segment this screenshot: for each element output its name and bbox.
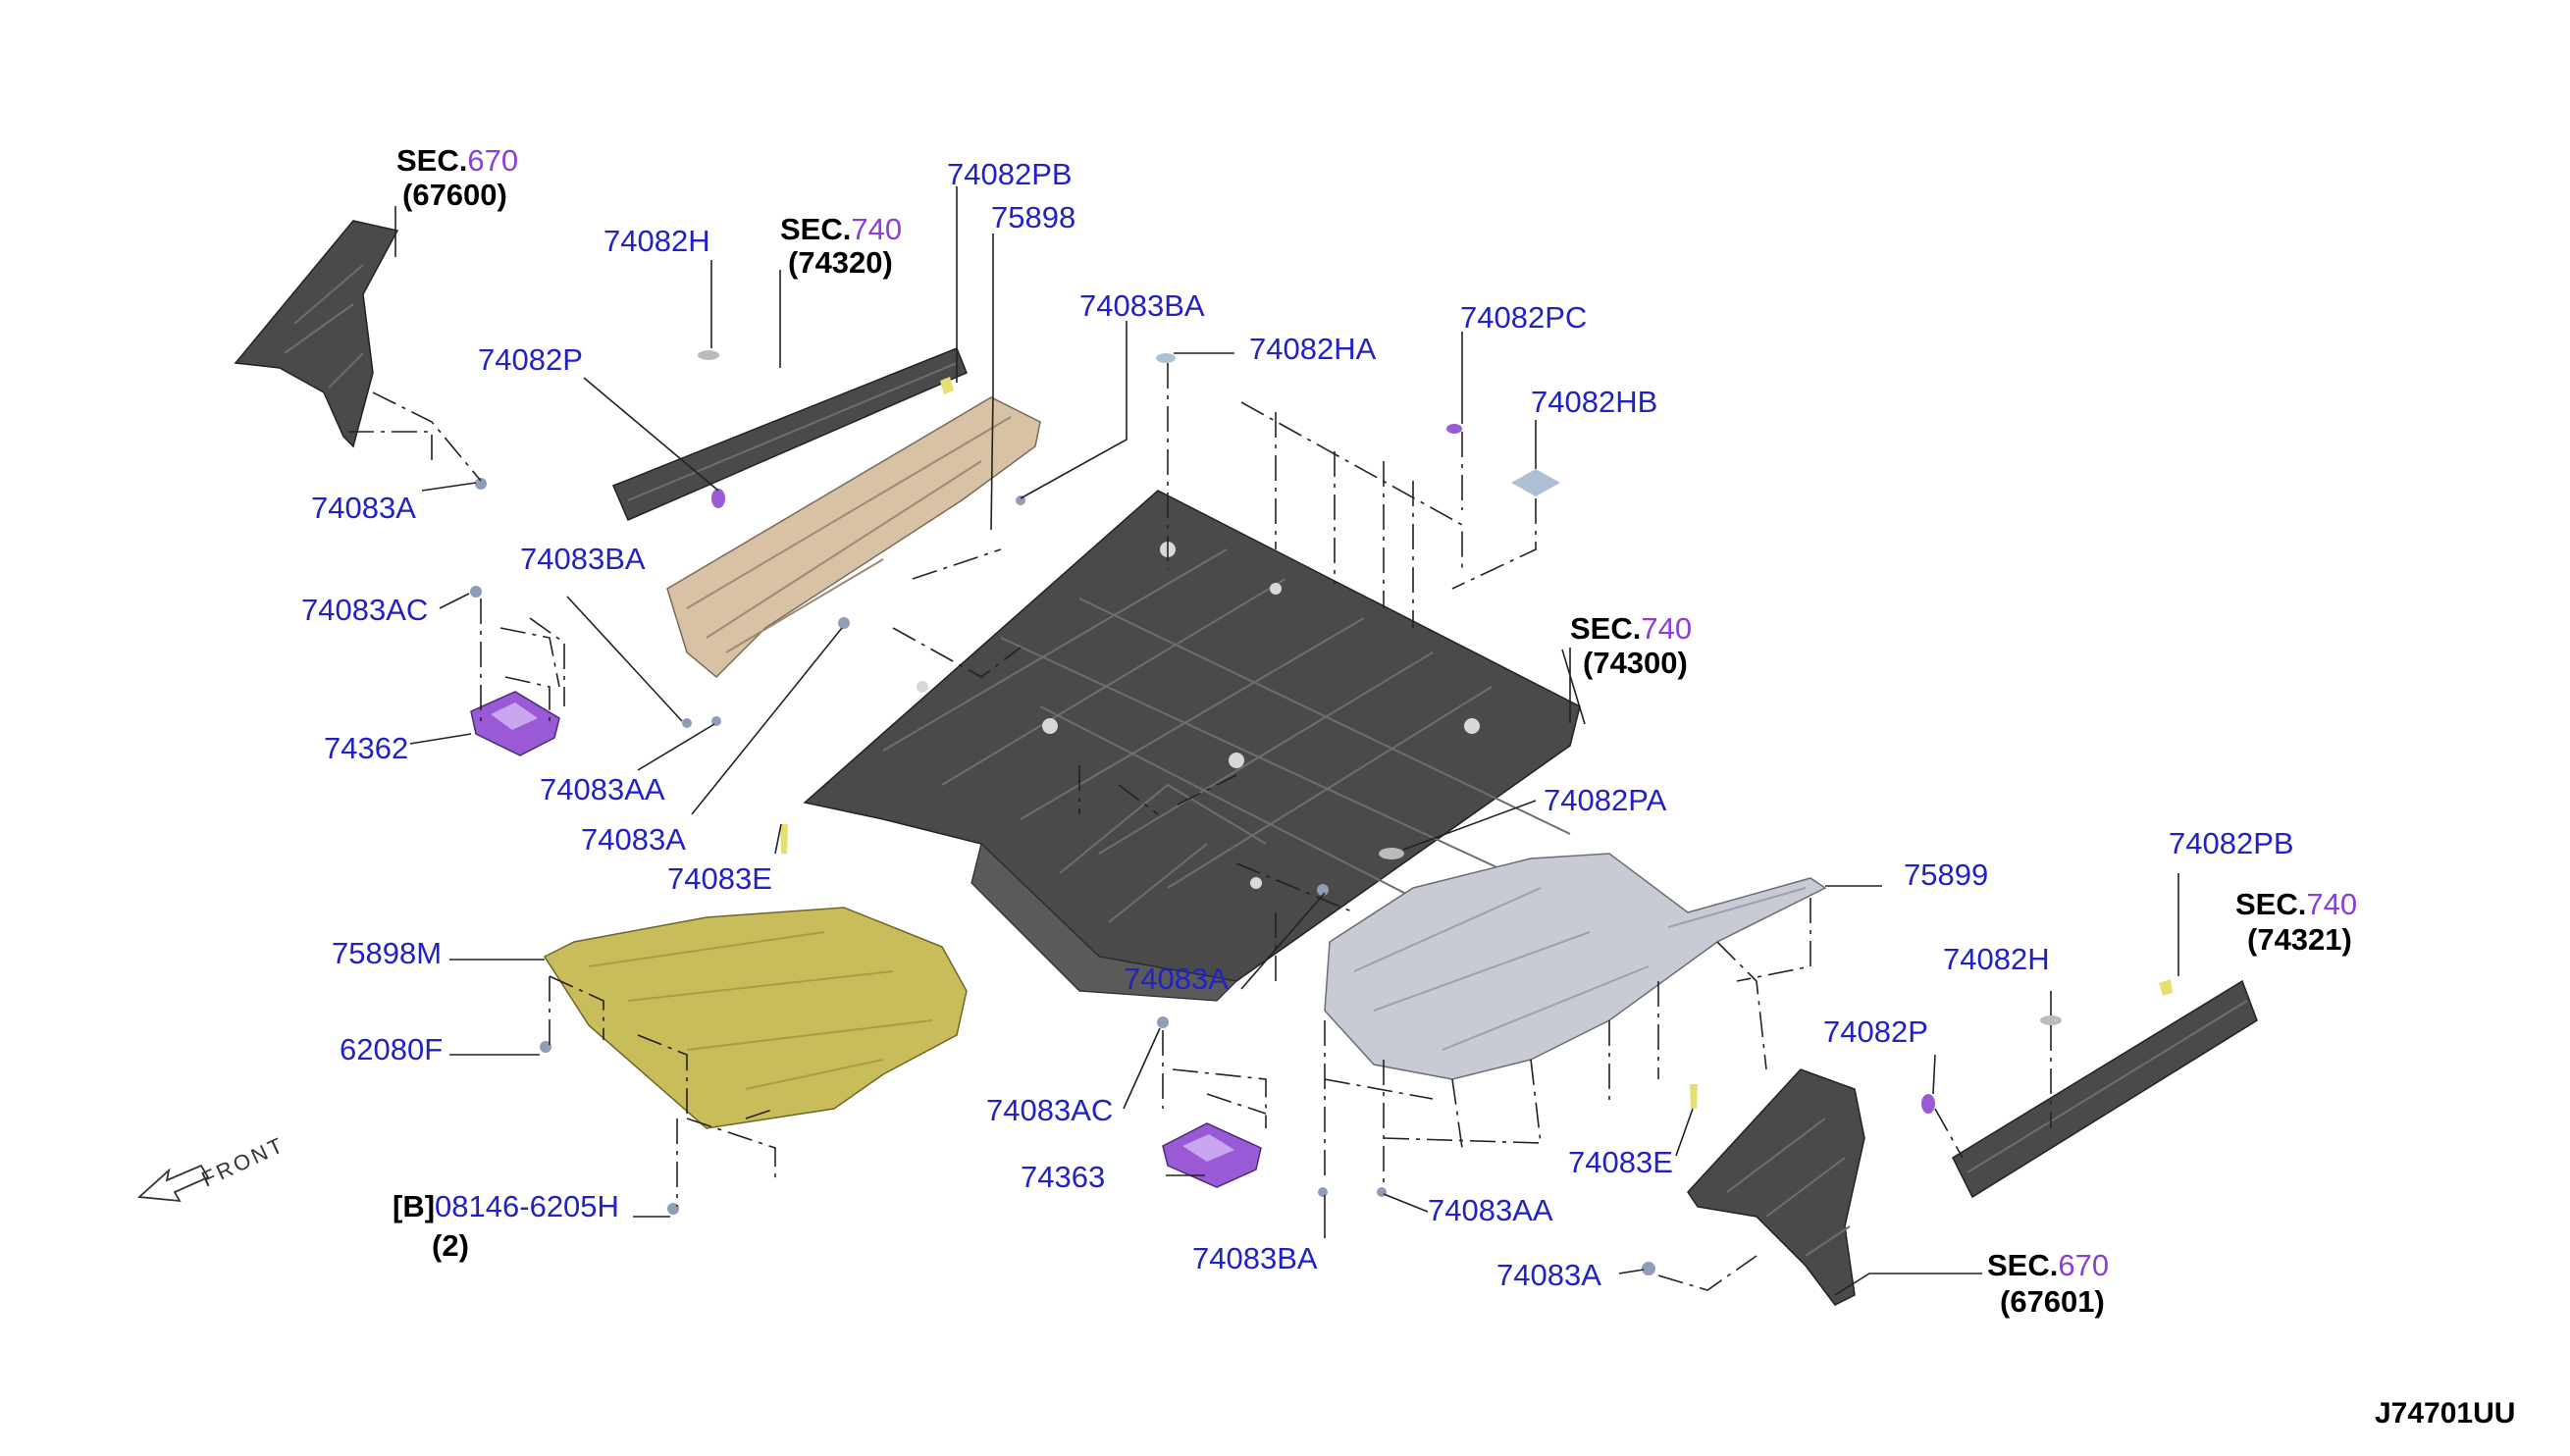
clip-74083BA-bottom [1318, 1187, 1328, 1197]
part-label[interactable]: 74082H [1943, 942, 2050, 976]
section-number: 670 [2058, 1248, 2109, 1282]
part-label[interactable]: 74362 [324, 731, 408, 765]
left-tunnel-cover-75898[interactable] [666, 396, 1041, 679]
clip-74083AA-right [1377, 1187, 1387, 1197]
part-label[interactable]: 74083A [1124, 962, 1229, 996]
section-number: 740 [2306, 887, 2357, 921]
svg-text:SEC.740: SEC.740 [2235, 887, 2357, 921]
part-label[interactable]: 75898 [991, 200, 1075, 234]
part-label[interactable]: 74083AC [986, 1093, 1113, 1127]
front-text: FRONT [198, 1132, 289, 1192]
front-direction-indicator: FRONT [136, 1132, 289, 1203]
clip-74083AC-left [470, 586, 482, 598]
part-label[interactable]: 74083BA [1079, 288, 1205, 323]
bolt-callout-08146-6205H[interactable]: [B]08146-6205H (2) [393, 1189, 619, 1263]
svg-text:[B]08146-6205H: [B]08146-6205H [393, 1189, 619, 1223]
grommet-74082H-right [2040, 1015, 2062, 1025]
part-label[interactable]: 62080F [340, 1032, 443, 1066]
part-label[interactable]: 74082HA [1249, 332, 1377, 366]
section-670-67600[interactable]: SEC.670 (67600) [396, 143, 518, 212]
part-label[interactable]: 74083E [1568, 1145, 1673, 1179]
right-pillar-67601[interactable] [1687, 1068, 1865, 1306]
section-ref: (74321) [2247, 922, 2352, 957]
part-label[interactable]: 74083A [581, 822, 686, 857]
part-label[interactable]: 74083A [311, 491, 416, 525]
section-prefix: SEC. [1987, 1248, 2058, 1282]
part-label[interactable]: 74083AA [540, 772, 665, 806]
clip-74083A-left [475, 478, 487, 490]
section-prefix: SEC. [780, 212, 851, 246]
svg-text:SEC.670: SEC.670 [1987, 1248, 2109, 1282]
bracket-74363[interactable] [1162, 1122, 1262, 1188]
section-740-74300[interactable]: SEC.740 (74300) [1570, 611, 1692, 680]
fasteners [470, 350, 2173, 1275]
section-prefix: SEC. [2235, 887, 2306, 921]
section-ref: (74320) [788, 245, 893, 280]
part-label[interactable]: 74363 [1021, 1160, 1105, 1194]
svg-text:SEC.670: SEC.670 [396, 143, 518, 178]
section-740-74321[interactable]: SEC.740 (74321) [2235, 887, 2357, 957]
bolt-number: 08146-6205H [435, 1189, 619, 1223]
section-740-74320[interactable]: SEC.740 (74320) [780, 212, 902, 280]
part-label[interactable]: 74083A [1496, 1258, 1601, 1292]
part-label[interactable]: 75898M [332, 936, 442, 970]
svg-text:SEC.740: SEC.740 [780, 212, 902, 246]
section-ref: (67601) [2000, 1284, 2105, 1319]
bracket-74362[interactable] [470, 691, 560, 756]
grommet-74082P-right [1921, 1094, 1935, 1114]
section-670-67601[interactable]: SEC.670 (67601) [1987, 1248, 2109, 1319]
part-label[interactable]: 74083E [667, 861, 772, 896]
part-label[interactable]: 74082PB [947, 157, 1073, 191]
section-number: 670 [467, 143, 518, 178]
stud-74083E-right [1690, 1084, 1698, 1109]
clip-62080F [540, 1041, 551, 1053]
bolt-08146-6205H [667, 1203, 679, 1215]
stud-74083E-left [780, 824, 788, 854]
part-label[interactable]: 74082P [1823, 1014, 1928, 1049]
grommet-74082PA [1379, 848, 1404, 859]
left-pillar-67600[interactable] [234, 220, 399, 448]
part-label[interactable]: 74083BA [1192, 1241, 1318, 1275]
part-label[interactable]: 74082HB [1531, 385, 1657, 419]
assembly-lines [348, 363, 2052, 1291]
front-arrow-icon [136, 1164, 210, 1203]
grommet-74082P-left [711, 489, 725, 508]
grommet-74082H-left [698, 350, 719, 360]
clip-74083AC-right [1157, 1016, 1169, 1028]
section-prefix: SEC. [396, 143, 467, 178]
diagram-code: J74701UU [2375, 1397, 2515, 1430]
part-label[interactable]: 74082PA [1544, 783, 1667, 817]
part-label[interactable]: 74083BA [520, 542, 646, 576]
clip-74083BA-mid [682, 718, 692, 728]
section-number: 740 [1641, 611, 1692, 646]
part-label[interactable]: 74082H [603, 224, 710, 258]
clip-74083A-mid [838, 617, 850, 629]
section-number: 740 [851, 212, 902, 246]
part-label[interactable]: 74082PC [1460, 300, 1587, 335]
clip-74083A-center [1317, 884, 1329, 896]
part-label[interactable]: 74082PB [2169, 826, 2294, 860]
grommet-74082HA [1156, 353, 1176, 363]
grommet-74082PB-top [940, 377, 954, 394]
right-tunnel-cover-75899[interactable] [1324, 853, 1827, 1080]
part-label[interactable]: 74083AA [1428, 1193, 1553, 1227]
grommet-74082PC [1446, 424, 1462, 434]
section-ref: (67600) [402, 178, 507, 212]
under-cover-75898M[interactable] [543, 907, 968, 1129]
grommet-74082PB-right [2159, 979, 2173, 996]
svg-text:SEC.740: SEC.740 [1570, 611, 1692, 646]
part-labels: 74082PB 75898 74082H 74083BA 74082HA 740… [301, 157, 2294, 1292]
bolt-prefix: [B] [393, 1189, 435, 1223]
grommet-74082HB [1511, 469, 1560, 496]
section-prefix: SEC. [1570, 611, 1641, 646]
right-sill-reinforcement-74321[interactable] [1952, 979, 2258, 1199]
section-ref: (74300) [1583, 646, 1688, 680]
leader-lines [394, 186, 2179, 1296]
bolt-quantity: (2) [432, 1228, 469, 1263]
clip-74083A-bottom [1642, 1262, 1655, 1275]
part-label[interactable]: 74083AC [301, 593, 428, 627]
part-label[interactable]: 74082P [478, 342, 583, 377]
part-label[interactable]: 75899 [1904, 858, 1988, 892]
